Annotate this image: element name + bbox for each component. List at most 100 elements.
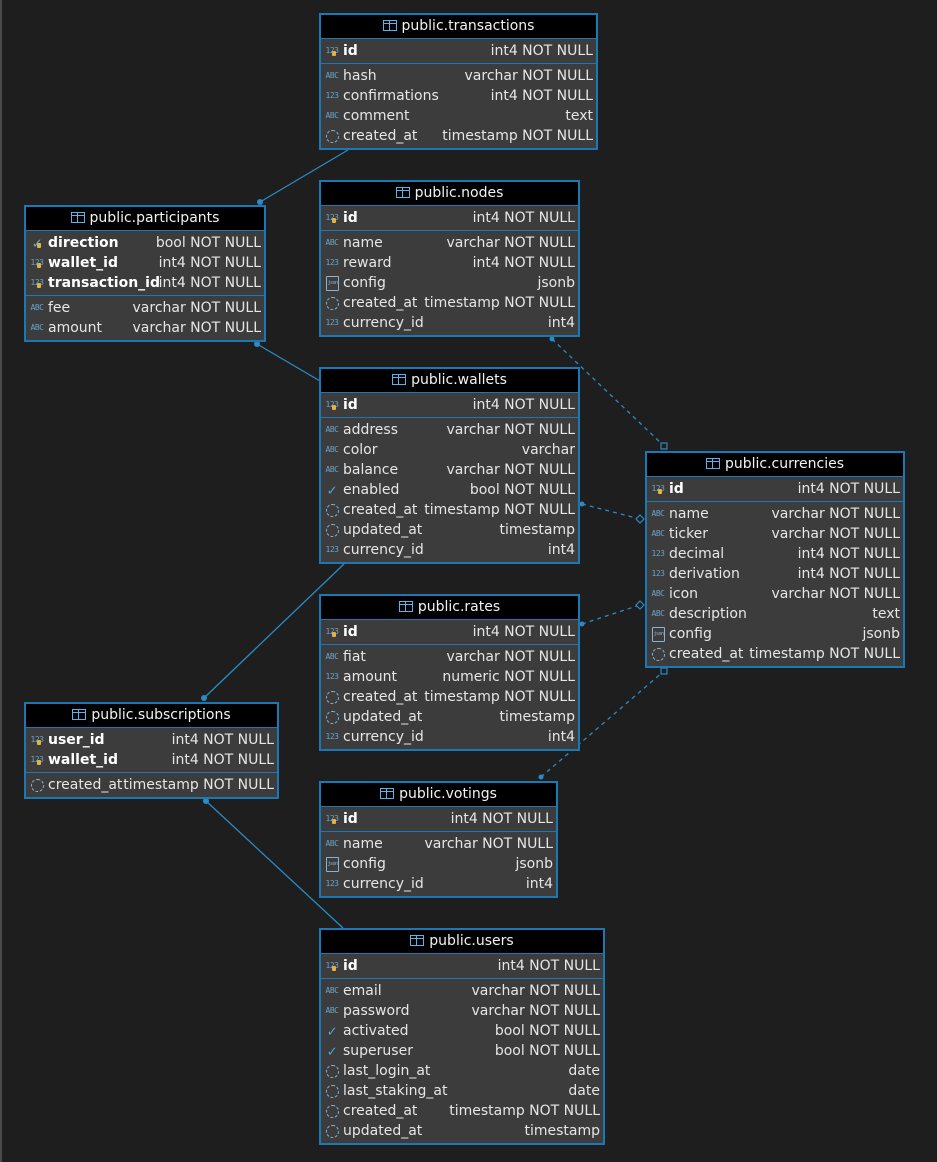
column-type: int4 NOT NULL [797,566,900,582]
column-type: bool NOT NULL [155,235,261,251]
table-header[interactable]: public.nodes [321,182,578,206]
table-header[interactable]: public.subscriptions [26,704,277,728]
column-name: name [343,235,383,251]
column-name: description [669,606,747,622]
table-header[interactable]: public.participants [26,207,264,231]
column-name: fee [48,300,71,316]
column-type: timestamp NOT NULL [449,1103,600,1119]
abc-icon: ABC [325,986,339,995]
column-type: int4 [547,315,575,331]
number-icon: 123 [325,879,339,888]
relation-endpoint [203,798,209,804]
column-name: decimal [669,546,725,562]
column-name: transaction_id [48,275,160,291]
json-icon: json [652,627,665,642]
column-name: confirmations [343,88,439,104]
column-name: color [343,442,378,458]
clock-icon [326,524,339,537]
table-header[interactable]: public.transactions [321,15,596,39]
abc-icon: ABC [325,839,339,848]
abc-icon: ABC [651,589,665,598]
table-header[interactable]: public.rates [321,596,578,620]
table-header[interactable]: public.currencies [647,453,903,477]
column-type: int4 NOT NULL [171,752,274,768]
table-header[interactable]: public.wallets [321,369,578,393]
column-type: int4 NOT NULL [158,275,261,291]
clock-icon [31,779,44,792]
check-icon: ✓ [327,1022,337,1040]
column-type: int4 [525,876,553,892]
table-header[interactable]: public.users [321,930,603,954]
table-header[interactable]: public.votings [321,783,556,807]
clock-icon [326,297,339,310]
table-icon [72,709,87,720]
column-type: varchar NOT NULL [132,300,261,316]
relation-endpoint [549,336,555,342]
